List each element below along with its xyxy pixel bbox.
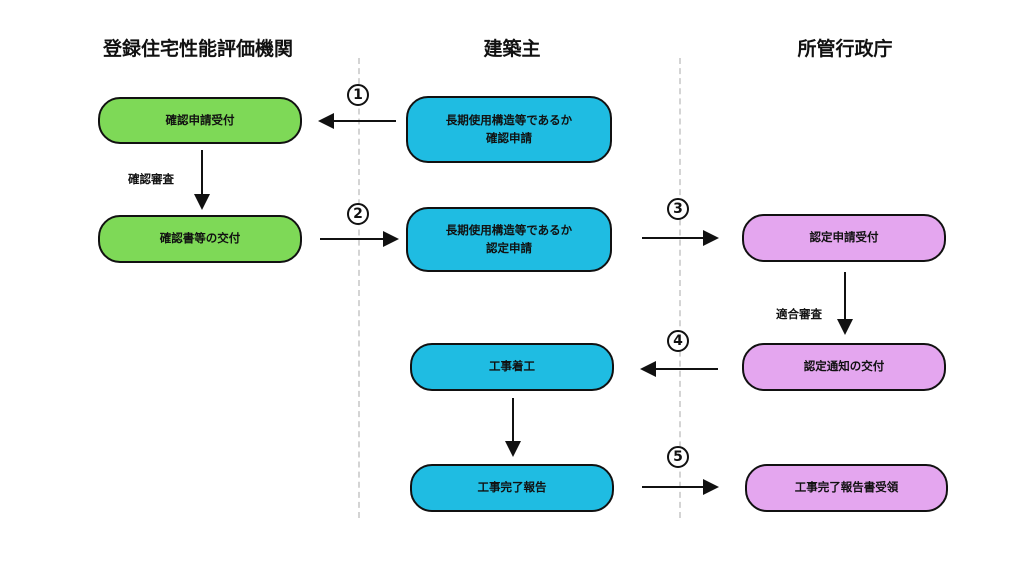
- node-confirm-receipt: 確認申請受付: [98, 97, 302, 144]
- node-completion-report-text: 工事完了報告: [477, 480, 547, 495]
- node-cert-receipt-text: 認定申請受付: [809, 230, 879, 245]
- node-completion-receipt-text: 工事完了報告書受領: [794, 480, 899, 495]
- node-cert-receipt: 認定申請受付: [742, 214, 946, 262]
- node-builder-confirm-request: 長期使用構造等であるか 確認申請: [406, 96, 612, 163]
- node-cert-notice-issue-text: 認定通知の交付: [803, 359, 885, 374]
- node-builder-cert-request-line1: 長期使用構造等であるか: [445, 222, 573, 237]
- node-builder-confirm-request-line2: 確認申請: [485, 130, 532, 145]
- node-builder-cert-request: 長期使用構造等であるか 認定申請: [406, 207, 612, 272]
- label-confirm-review: 確認審査: [128, 172, 174, 186]
- divider-left: [358, 58, 360, 518]
- node-completion-report: 工事完了報告: [410, 464, 614, 512]
- node-completion-receipt: 工事完了報告書受領: [745, 464, 948, 512]
- node-cert-notice-issue: 認定通知の交付: [742, 343, 946, 391]
- column-header-administrative-agency: 所管行政庁: [797, 38, 893, 60]
- node-confirm-issue: 確認書等の交付: [98, 215, 302, 263]
- step-number-5: 5: [667, 446, 689, 468]
- column-header-evaluation-agency: 登録住宅性能評価機関: [102, 38, 294, 60]
- step-number-2: 2: [347, 203, 369, 225]
- divider-right: [679, 58, 681, 518]
- node-confirm-issue-text: 確認書等の交付: [159, 231, 241, 246]
- step-number-1: 1: [347, 84, 369, 106]
- column-header-building-owner: 建築主: [483, 38, 541, 60]
- node-builder-cert-request-line2: 認定申請: [485, 240, 532, 255]
- node-builder-confirm-request-line1: 長期使用構造等であるか: [445, 112, 573, 127]
- step-number-4: 4: [667, 330, 689, 352]
- node-confirm-receipt-text: 確認申請受付: [165, 112, 235, 127]
- node-construction-start-text: 工事着工: [489, 359, 535, 374]
- label-conformity-review: 適合審査: [776, 307, 822, 321]
- node-construction-start: 工事着工: [410, 343, 614, 391]
- step-number-3: 3: [667, 198, 689, 220]
